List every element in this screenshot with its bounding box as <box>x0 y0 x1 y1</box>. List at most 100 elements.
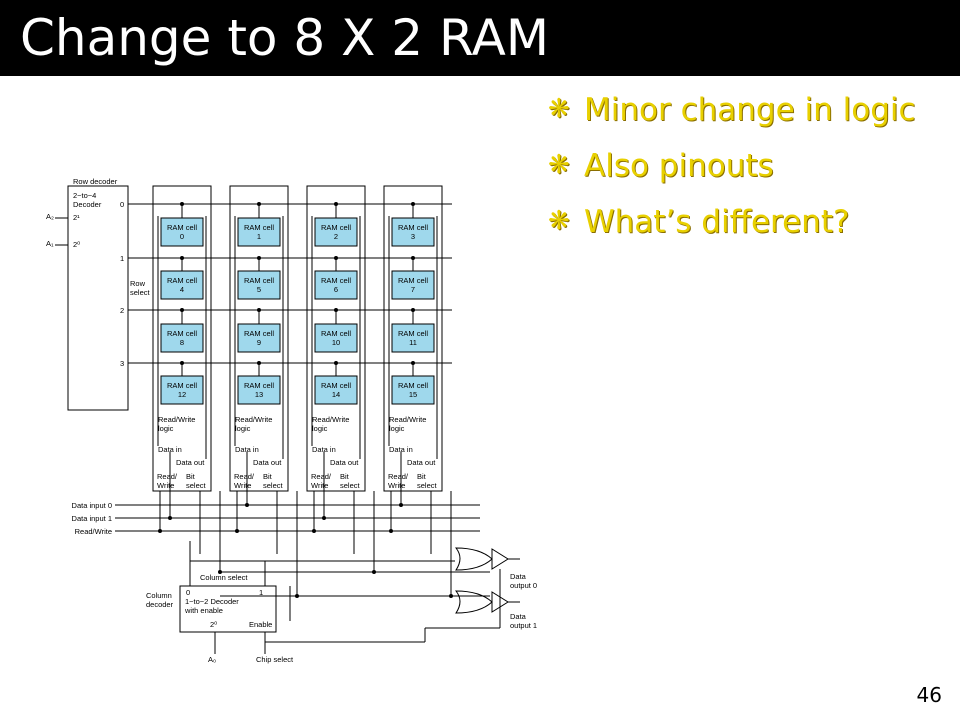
chip-select-label: Chip select <box>256 655 294 664</box>
cell-number: 12 <box>178 390 186 399</box>
rw-logic-label: Read/Write <box>235 415 272 424</box>
bit-select-label: Bit <box>340 472 350 481</box>
row-out-0: 0 <box>120 200 124 209</box>
data-in-label: Data in <box>389 445 413 454</box>
address-a0: A₀ <box>208 655 216 664</box>
row-decoder-in-hi: 2¹ <box>73 213 80 222</box>
cell-label: RAM cell <box>321 276 351 285</box>
rw-logic-label: logic <box>389 424 405 433</box>
cell-number: 6 <box>334 285 338 294</box>
cell-number: 10 <box>332 338 340 347</box>
cell-number: 4 <box>180 285 184 294</box>
column-out-0: 0 <box>186 588 190 597</box>
cell-number: 5 <box>257 285 261 294</box>
cell-label: RAM cell <box>321 223 351 232</box>
row-decoder-box <box>67 185 129 411</box>
cell-label: RAM cell <box>167 329 197 338</box>
bit-select-label: Bit <box>186 472 196 481</box>
row-select-label: select <box>130 288 151 297</box>
cell-label: RAM cell <box>398 276 428 285</box>
rw-pin-label: Read/ <box>157 472 178 481</box>
row-decoder-in-lo: 2⁰ <box>73 240 80 249</box>
bullet-text: What’s different? <box>584 204 850 240</box>
bit-select-label: select <box>263 481 284 490</box>
cell-label: RAM cell <box>398 381 428 390</box>
data-output-1-label: output 1 <box>510 621 537 630</box>
page-number: 46 <box>916 683 942 707</box>
cell-label: RAM cell <box>167 276 197 285</box>
row-out-1: 1 <box>120 254 124 263</box>
bullet-text: Minor change in logic <box>584 92 916 128</box>
column-decoder-in: 2⁰ <box>210 620 217 629</box>
rw-pin-label: Write <box>234 481 251 490</box>
row-out-2: 2 <box>120 306 124 315</box>
cell-label: RAM cell <box>167 223 197 232</box>
asterisk-bullet-icon: ❋ <box>548 150 570 180</box>
row-out-3: 3 <box>120 359 124 368</box>
column-block-2 <box>306 185 366 492</box>
cell-number: 2 <box>334 232 338 241</box>
column-block-3 <box>383 185 443 492</box>
cell-number: 7 <box>411 285 415 294</box>
row-decoder-title: Row decoder <box>73 177 118 186</box>
row-decoder-type: 2−to−4 <box>73 191 96 200</box>
data-input-1-label: Data input 1 <box>72 514 112 523</box>
buffer-0 <box>491 548 509 570</box>
rw-logic-label: logic <box>235 424 251 433</box>
rw-pin-label: Read/ <box>311 472 332 481</box>
data-out-label: Data out <box>330 458 359 467</box>
rw-pin-label: Read/ <box>234 472 255 481</box>
asterisk-bullet-icon: ❋ <box>548 94 570 124</box>
bit-select-label: Bit <box>417 472 427 481</box>
bullet-list: ❋ Minor change in logic ❋ Also pinouts ❋Wh… <box>548 92 916 260</box>
cell-number: 1 <box>257 232 261 241</box>
cell-label: RAM cell <box>398 329 428 338</box>
bit-select-label: select <box>186 481 207 490</box>
cell-label: RAM cell <box>398 223 428 232</box>
cell-label: RAM cell <box>321 329 351 338</box>
rw-logic-label: Read/Write <box>389 415 426 424</box>
bit-select-label: select <box>340 481 361 490</box>
row-decoder-type: Decoder <box>73 200 102 209</box>
cell-label: RAM cell <box>167 381 197 390</box>
rw-logic-label: Read/Write <box>312 415 349 424</box>
rw-pin-label: Write <box>388 481 405 490</box>
data-out-label: Data out <box>407 458 436 467</box>
cell-number: 8 <box>180 338 184 347</box>
or-gate-0 <box>454 547 493 571</box>
cell-number: 9 <box>257 338 261 347</box>
column-select-label: Column select <box>200 573 248 582</box>
cell-number: 13 <box>255 390 263 399</box>
cell-number: 3 <box>411 232 415 241</box>
column-decoder-type: 1−to−2 Decoder <box>185 597 239 606</box>
bullet-item: ❋ Minor change in logic <box>548 92 916 148</box>
column-decoder-box <box>179 585 277 633</box>
column-block-1 <box>229 185 289 492</box>
bit-select-label: Bit <box>263 472 273 481</box>
data-output-0-label: Data <box>510 572 527 581</box>
bit-select-label: select <box>417 481 438 490</box>
slide-title: Change to 8 X 2 RAM <box>20 9 550 67</box>
enable-label: Enable <box>249 620 272 629</box>
rw-logic-label: logic <box>158 424 174 433</box>
rw-pin-label: Write <box>311 481 328 490</box>
cell-label: RAM cell <box>244 381 274 390</box>
data-in-label: Data in <box>158 445 182 454</box>
column-block-0 <box>152 185 212 492</box>
column-out-1: 1 <box>259 588 263 597</box>
data-in-label: Data in <box>312 445 336 454</box>
data-out-label: Data out <box>253 458 282 467</box>
bullet-text: Also pinouts <box>584 148 774 184</box>
cell-number: 0 <box>180 232 184 241</box>
address-a1: A₁ <box>46 239 54 248</box>
read-write-label: Read/Write <box>75 527 112 536</box>
bullet-item: ❋ Also pinouts <box>548 148 916 204</box>
cell-label: RAM cell <box>244 276 274 285</box>
rw-logic-label: Read/Write <box>158 415 195 424</box>
address-a2: A₂ <box>46 212 54 221</box>
title-bar: Change to 8 X 2 RAM <box>0 0 960 76</box>
data-in-label: Data in <box>235 445 259 454</box>
bullet-item: ❋What’s different? <box>548 204 916 260</box>
cell-number: 15 <box>409 390 417 399</box>
